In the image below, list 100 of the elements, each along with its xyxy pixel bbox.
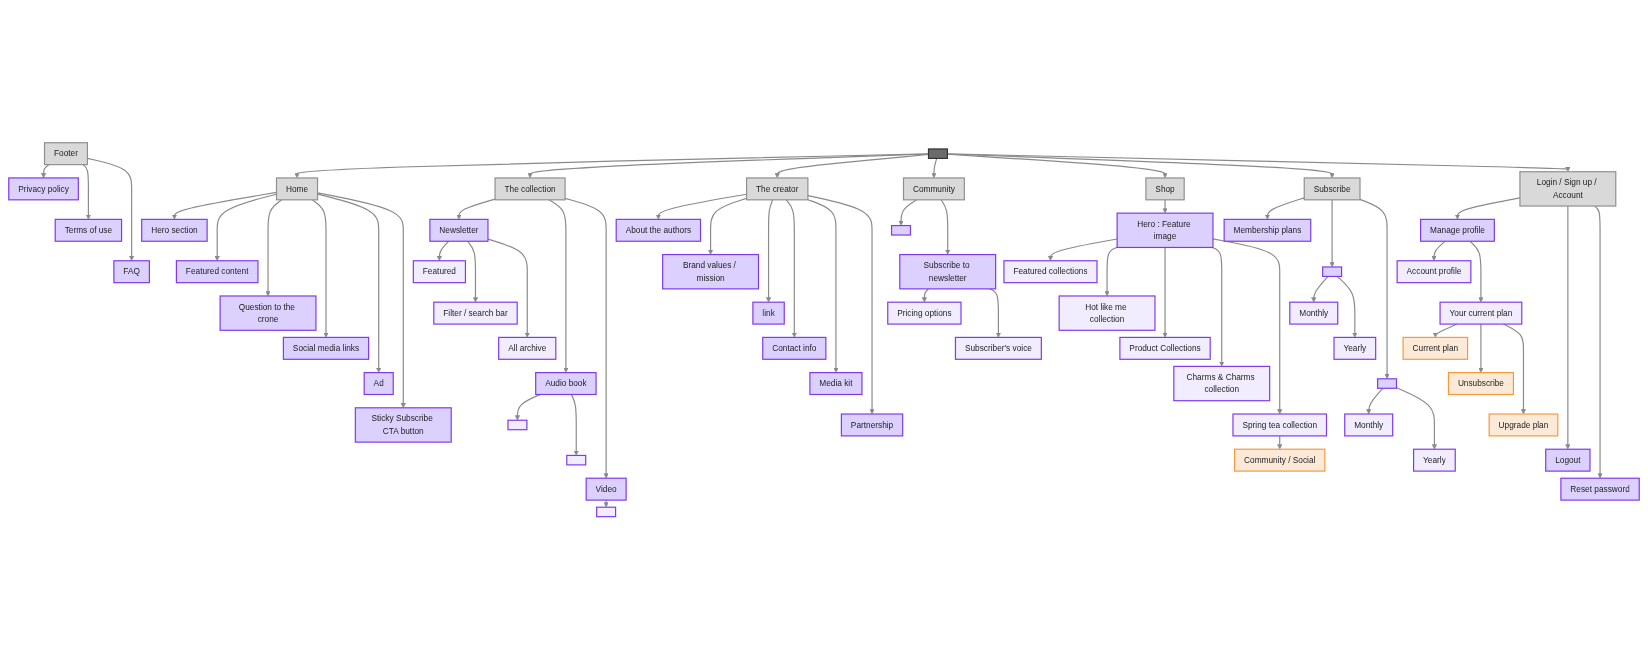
node-box: Subscriber's voice <box>954 337 1042 361</box>
arrow <box>1593 205 1603 479</box>
arrow <box>1311 276 1329 303</box>
node-box <box>891 225 912 236</box>
arrow <box>514 394 541 421</box>
node-box: Media kit <box>809 372 863 396</box>
node-box: Hero section <box>141 219 208 243</box>
arrow <box>456 198 496 220</box>
arrow <box>1104 247 1118 297</box>
arrow <box>807 199 839 374</box>
node-box: Spring tea collection <box>1232 413 1328 437</box>
node-box <box>927 148 948 160</box>
node-box <box>566 455 587 466</box>
arrow <box>40 164 50 179</box>
node-box: Hero : Feature image <box>1116 212 1214 249</box>
node-box: Account profile <box>1396 260 1472 284</box>
node-box: Question to the crone <box>219 295 317 332</box>
node-box: Upgrade plan <box>1488 413 1559 437</box>
node-box: Featured collections <box>1003 260 1098 284</box>
arrow <box>265 199 283 297</box>
node-box: Newsletter <box>429 219 489 243</box>
arrow <box>564 198 609 479</box>
arrow <box>487 238 530 338</box>
node-box: Manage profile <box>1420 219 1495 243</box>
node-box: Community / Social <box>1234 448 1326 472</box>
node-box: Ad <box>363 372 394 396</box>
node-box: Current plan <box>1402 337 1469 361</box>
node-box: Charms & Charms collection <box>1173 366 1271 402</box>
node-box: Terms of use <box>54 219 123 243</box>
arrow <box>1211 247 1225 367</box>
arrow <box>294 153 930 179</box>
node-box: Shop <box>1145 177 1185 201</box>
node-box: Logout <box>1545 448 1591 472</box>
node-box: Sticky Subscribe CTA button <box>354 407 452 443</box>
arrow <box>785 199 797 338</box>
node-box: Contact info <box>762 337 827 361</box>
arrow <box>931 158 938 179</box>
arrow <box>1469 240 1484 303</box>
arrow <box>1366 388 1384 415</box>
node-box: Social media links <box>282 337 370 361</box>
node-box: Unsubscribe <box>1447 372 1514 396</box>
arrow <box>548 199 569 374</box>
arrow <box>1565 205 1571 450</box>
node-box: Reset password <box>1560 477 1640 501</box>
arrow <box>774 154 930 179</box>
arrow <box>1277 435 1283 450</box>
arrow <box>1264 197 1305 220</box>
node-box: Product Collections <box>1119 337 1211 361</box>
arrow <box>467 240 479 303</box>
arrow <box>940 199 951 256</box>
node-box: Yearly <box>1333 337 1377 361</box>
node-box: Brand values / mission <box>662 254 760 290</box>
arrow <box>1162 247 1168 338</box>
arrow <box>1336 276 1358 338</box>
node-box: Featured content <box>175 260 259 284</box>
arrow <box>1329 199 1335 268</box>
arrow <box>82 164 91 220</box>
node-box: Monthly <box>1289 301 1339 325</box>
arrow <box>311 199 329 338</box>
arrow <box>527 153 930 179</box>
node-box: About the authors <box>615 219 702 243</box>
node-box: Membership plans <box>1223 219 1312 243</box>
node-box: Subscribe <box>1303 177 1361 201</box>
node-box: Hot like me collection <box>1058 295 1156 332</box>
node-box <box>507 419 528 431</box>
arrow <box>1047 238 1118 262</box>
arrow <box>1162 199 1168 214</box>
arrow <box>1212 238 1283 415</box>
node-box: Featured <box>412 260 466 284</box>
node-box: Login / Sign up / Account <box>1519 171 1617 207</box>
node-box: Footer <box>43 142 88 166</box>
node-box: Video <box>585 477 627 501</box>
node-box: Subscribe to newsletter <box>899 254 997 290</box>
node-box: Partnership <box>840 413 904 437</box>
arrow <box>436 240 450 262</box>
arrow <box>570 394 579 456</box>
node-box <box>596 506 617 518</box>
node-box: link <box>752 301 785 325</box>
node-box <box>1322 266 1343 278</box>
node-box: Audio book <box>535 372 597 396</box>
arrow <box>946 153 1571 173</box>
arrow <box>921 288 929 303</box>
node-box: Monthly <box>1344 413 1394 437</box>
node-box: Your current plan <box>1439 301 1523 325</box>
node-box: Home <box>275 177 319 201</box>
node-box: Privacy policy <box>8 177 79 201</box>
node-box: Pricing options <box>887 301 962 325</box>
arrow <box>1359 199 1390 380</box>
arrow <box>1395 387 1437 450</box>
node-box: Yearly <box>1413 448 1456 472</box>
node-box: FAQ <box>113 260 150 284</box>
node-box: All archive <box>498 337 557 361</box>
node-box: The creator <box>746 177 809 201</box>
arrow <box>765 199 774 303</box>
node-box: The collection <box>494 177 566 201</box>
node-box: Community <box>902 177 965 201</box>
arrow <box>1431 240 1446 262</box>
arrow <box>1478 323 1484 374</box>
node-box <box>1377 378 1398 390</box>
node-box: Filter / search bar <box>433 301 518 325</box>
